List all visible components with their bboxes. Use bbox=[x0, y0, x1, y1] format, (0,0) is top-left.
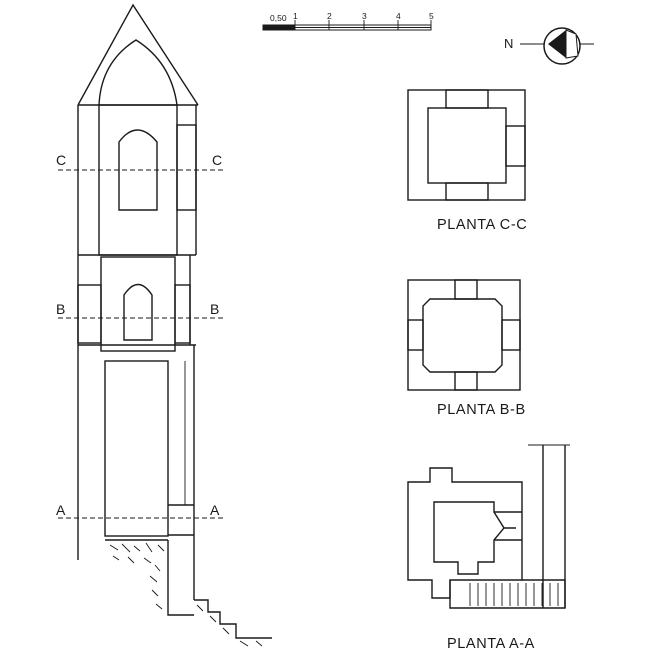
section-label-c-right: C bbox=[212, 152, 222, 168]
scale-bar: 0,50 1 2 3 4 5 bbox=[262, 11, 434, 31]
section-label-a-left: A bbox=[56, 502, 66, 518]
middle-chamber bbox=[100, 256, 176, 352]
scale-label-0-50: 0,50 bbox=[270, 13, 287, 23]
scale-label-2: 2 bbox=[327, 11, 332, 21]
scale-label-3: 3 bbox=[362, 11, 367, 21]
north-arrow-icon: N bbox=[504, 27, 594, 65]
section-label-c-left: C bbox=[56, 152, 66, 168]
middle-opening-right bbox=[174, 284, 191, 344]
section-label-b-left: B bbox=[56, 301, 65, 317]
upper-arched-window bbox=[118, 129, 158, 211]
middle-opening-left bbox=[77, 284, 102, 344]
plan-label-c-c: PLANTA C-C bbox=[437, 217, 527, 233]
upper-chamber bbox=[98, 104, 178, 256]
stepped-terrain bbox=[194, 599, 272, 639]
section-label-b-right: B bbox=[210, 301, 219, 317]
upper-opening-right bbox=[176, 124, 197, 211]
plan-c-c: PLANTA C-C bbox=[407, 89, 527, 233]
section-label-a-right: A bbox=[210, 502, 220, 518]
plan-b-b: PLANTA B-B bbox=[407, 279, 526, 418]
scale-label-1: 1 bbox=[293, 11, 298, 21]
scale-label-5: 5 bbox=[429, 11, 434, 21]
tower-elevation bbox=[77, 3, 272, 647]
lower-chamber bbox=[104, 360, 169, 537]
spire-inner-arch bbox=[98, 39, 178, 106]
plan-label-a-a: PLANTA A-A bbox=[447, 636, 535, 652]
ground-hatch bbox=[109, 542, 165, 610]
plan-label-b-b: PLANTA B-B bbox=[437, 402, 526, 418]
spire-outline bbox=[77, 3, 199, 106]
middle-arched-window bbox=[123, 283, 153, 341]
north-label: N bbox=[504, 36, 513, 51]
scale-label-4: 4 bbox=[396, 11, 401, 21]
plan-a-a: PLANTA A-A bbox=[407, 444, 570, 652]
